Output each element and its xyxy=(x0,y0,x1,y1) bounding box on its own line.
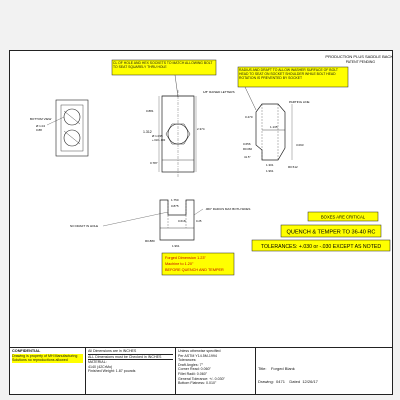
front-dim-top: 0.881 xyxy=(146,109,154,113)
tolerances-box xyxy=(251,239,391,252)
front-dim-bottom: 0.787 xyxy=(150,161,158,165)
title-value: Forged Blank xyxy=(270,366,295,371)
spec-cell: Unless otherwise specified Per ASTM Y14.… xyxy=(176,348,256,394)
bottom-view: BOTTOM VIEW Ø 1.04 0.88 xyxy=(30,99,89,157)
radius-draft-note-box xyxy=(237,66,349,88)
drawing-label: Drawing: xyxy=(258,378,274,384)
side-dim-i: 41.5° xyxy=(244,155,251,159)
spec-line-3: Tolerances: xyxy=(178,358,197,363)
side-dim-g: R0.512 xyxy=(288,165,298,169)
front-dim-dia: Ø 1.035 xyxy=(152,134,163,138)
no-draft-note: NO DRAFT IN HOLE xyxy=(70,224,98,228)
quench-temper-note: QUENCH & TEMPER TO 36-40 RC xyxy=(287,230,376,236)
raised-letters-note: 1/8" RAISED LETTERS xyxy=(203,90,235,94)
dated-label: Dated xyxy=(289,378,301,384)
forged-dimension-line: Forged Dimension 1.23" xyxy=(165,256,206,260)
machine-to-line: Machine to 1.20" xyxy=(165,262,194,266)
material-label: MATERIAL: xyxy=(88,360,107,365)
drawing-row: Drawing: 0471 Dated 12/26/17 xyxy=(258,378,392,385)
forged-dimension-box xyxy=(161,252,235,276)
confidential-cell: CONFIDENTIAL Drawing is property of MH M… xyxy=(10,348,86,394)
boxes-critical-box xyxy=(307,211,379,222)
section-dim-d: 0.618 xyxy=(178,219,186,223)
hex-bolt-note-box xyxy=(111,59,217,76)
title-cell: Title: Forged Blank Drawing: 0471 Dated … xyxy=(256,348,394,394)
section-dim-a: 1.750 xyxy=(171,198,179,202)
boxes-critical-note: BOXES ARE CRITICAL xyxy=(321,215,366,220)
check-units-note: ALL Dimensions must be Checked in INCHES xyxy=(88,355,173,361)
radius-max-note: .060" RADIUS MAX BOTH SIDES xyxy=(205,207,250,211)
bottom-view-dim: 0.88 xyxy=(36,128,42,132)
quench-temper-box xyxy=(280,224,382,238)
side-dim-b: 1.135 xyxy=(270,125,278,129)
spec-line-8: Bottom Flatness: 0.010" xyxy=(178,381,217,386)
spec-line-5: Corner Read: 0.060" xyxy=(178,367,211,372)
spec-line-4: Draft Angles: 7° xyxy=(178,362,204,367)
title-label: Title: xyxy=(258,366,267,371)
title-block: CONFIDENTIAL Drawing is property of MH M… xyxy=(9,347,393,395)
units-cell: All Dimensions are in INCHES ALL Dimensi… xyxy=(86,348,176,394)
parting-line-label: PARTING LINE xyxy=(289,100,310,104)
tolerances-note: TOLERANCES: +.030 or -.030 EXCEPT AS NOT… xyxy=(261,244,381,250)
front-dim-center: 1.312 xyxy=(143,130,152,134)
bottom-view-label: BOTTOM VIEW xyxy=(30,117,51,121)
section-dim-f: 0.25 xyxy=(196,219,202,223)
drawing-number: 0471 xyxy=(276,378,285,384)
patent-note: PATENT PENDING xyxy=(346,60,376,64)
radius-draft-note: RADIUS AND DRAFT TO ALLOW WASHER SURFACE… xyxy=(239,67,338,80)
drawing-sheet xyxy=(9,50,393,348)
before-quench-line: BEFORE QUENCH AND TEMPER xyxy=(165,268,224,272)
bottom-view-dia: Ø 1.04 xyxy=(36,124,45,128)
side-dim-h: 3.093 xyxy=(296,143,304,147)
confidential-text: Drawing is property of MH Manufacturing … xyxy=(12,353,83,363)
side-dim-d: R0.060 xyxy=(243,147,252,151)
side-dim-f: 1.961 xyxy=(266,169,274,173)
spec-line-6: Fillet Radii: 0.060" xyxy=(178,371,208,376)
section-dim-b: 0.875 xyxy=(171,204,179,208)
title-row: Title: Forged Blank xyxy=(258,366,392,372)
spec-line-2: Per ASTM Y14.5M-1994 xyxy=(178,353,217,358)
front-dim-height: 2.374 xyxy=(197,127,205,131)
section-dim-e: 1.961 xyxy=(172,244,180,248)
material-value: 4140 (42CrMo) xyxy=(88,364,113,369)
side-dim-e: 1.301 xyxy=(266,163,274,167)
finished-weight: Finished Weight: 1.87 pounds xyxy=(88,369,136,374)
section-view: 1.750 0.875 R0.880 0.618 1.961 0.25 .060… xyxy=(70,198,250,248)
section-dim-c: R0.880 xyxy=(145,239,155,243)
side-view: PARTING LINE 0.470 1.135 0.656 R0.060 1.… xyxy=(243,100,310,173)
units-note: All Dimensions are in INCHES xyxy=(88,349,173,355)
dated-value: 12/26/17 xyxy=(302,378,318,384)
hex-bolt-note: CL OF HOLE AND HEX SOCKETS TO MATCH ALLO… xyxy=(113,60,213,69)
side-dim-a: 0.470 xyxy=(245,115,253,119)
confidential-label: CONFIDENTIAL xyxy=(12,349,41,353)
front-view: 0.881 1.312 Ø 1.035 +.010 -.000 2.374 0.… xyxy=(143,90,235,178)
spec-line-7: General Tolerance: +/- 0.030" xyxy=(178,376,225,381)
company-header: PRODUCTION PLUS SADDLE BACK xyxy=(325,54,393,59)
spec-line-1: Unless otherwise specified xyxy=(178,349,221,353)
side-dim-c: 0.656 xyxy=(243,142,251,146)
